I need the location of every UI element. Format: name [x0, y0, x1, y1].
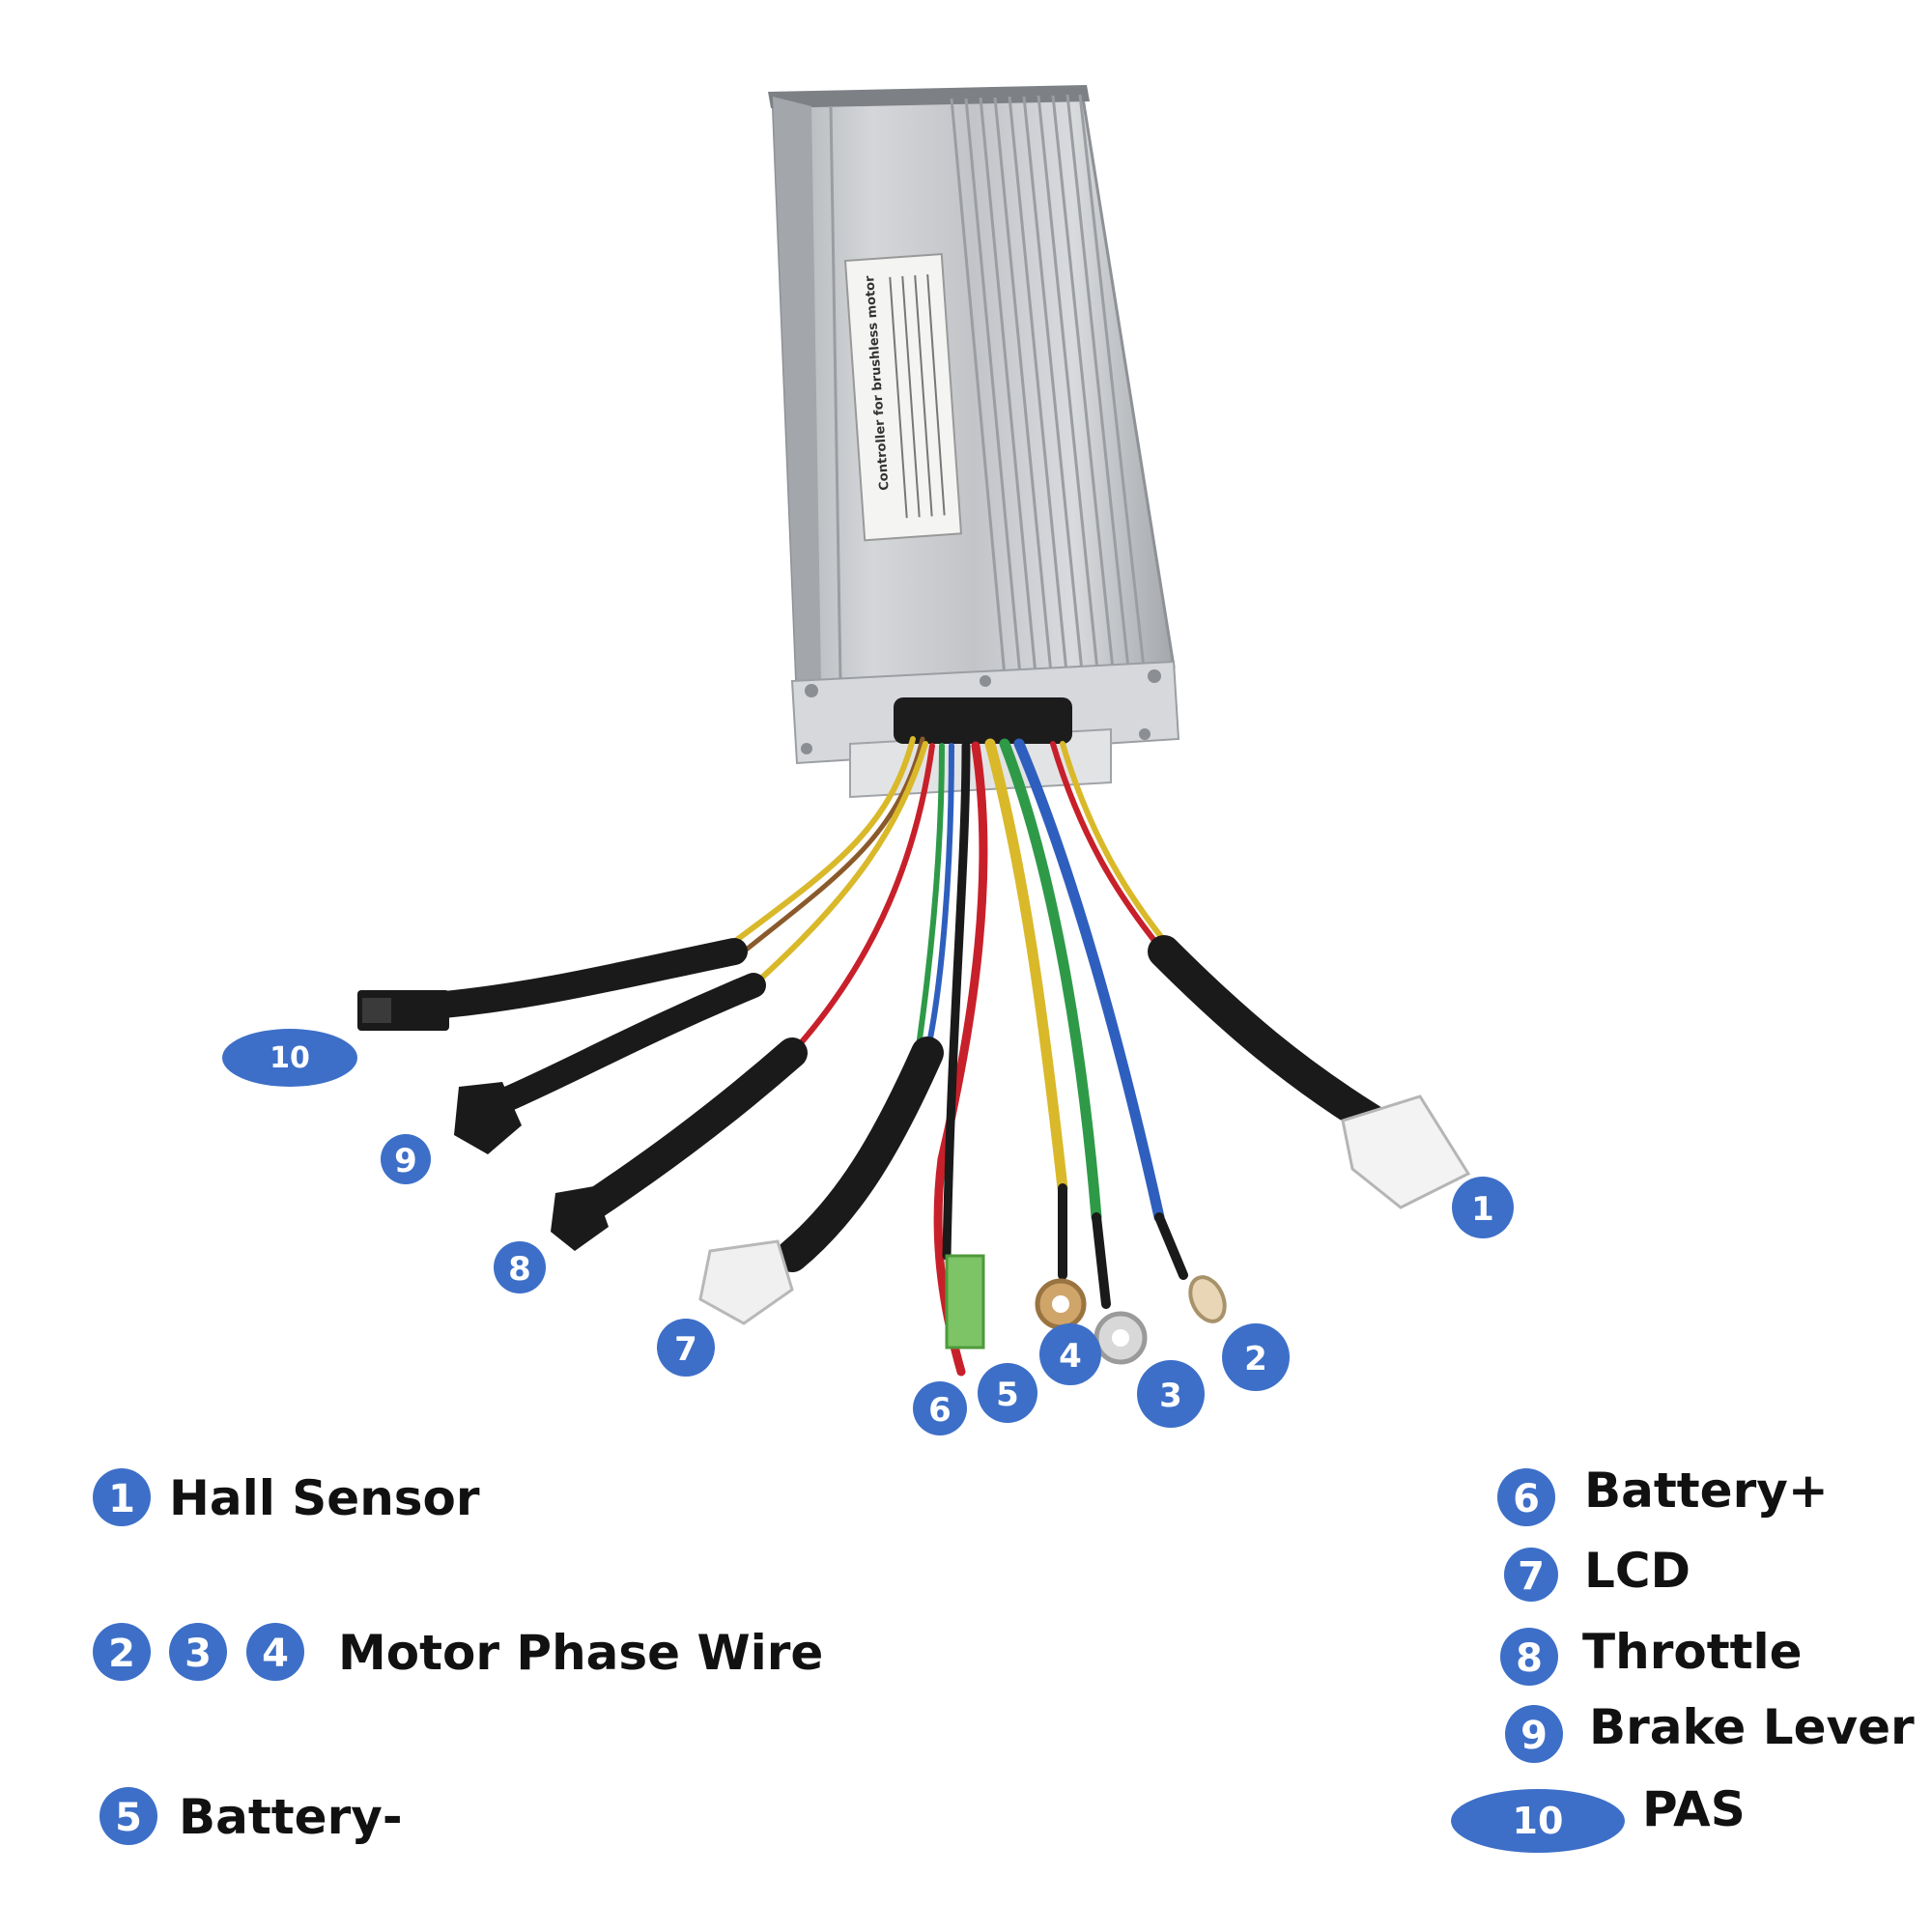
- callout-6: 6: [913, 1381, 967, 1435]
- wire-hall-sensor: [1050, 741, 1471, 1209]
- controller-sticker: Controller for brushless motor: [843, 252, 963, 542]
- svg-text:1: 1: [108, 1477, 135, 1521]
- wire-lcd: [698, 743, 954, 1325]
- svg-text:Brake Lever: Brake Lever: [1589, 1699, 1915, 1755]
- svg-text:3: 3: [1159, 1377, 1182, 1415]
- controller-box: Controller for brushless motor: [768, 85, 1180, 799]
- wire-pas: [357, 736, 925, 1031]
- svg-text:5: 5: [115, 1796, 142, 1840]
- legend-item-battery-negative: 5 Battery-: [99, 1787, 403, 1845]
- wire-battery-negative: [942, 741, 985, 1350]
- callout-8: 8: [494, 1241, 546, 1293]
- svg-text:4: 4: [262, 1632, 289, 1676]
- heat-sink-fins: [829, 94, 1146, 682]
- svg-text:9: 9: [394, 1142, 417, 1180]
- legend-item-brake-lever: 9 Brake Lever: [1505, 1699, 1915, 1763]
- svg-text:2: 2: [108, 1632, 135, 1676]
- legend-item-pas: 10 PAS: [1451, 1781, 1746, 1853]
- callout-3: 3: [1137, 1360, 1205, 1428]
- svg-text:1: 1: [1471, 1190, 1494, 1229]
- svg-text:10: 10: [1513, 1800, 1564, 1842]
- svg-text:Battery+: Battery+: [1584, 1463, 1829, 1519]
- legend-item-hall-sensor: 1 Hall Sensor: [93, 1468, 480, 1526]
- callout-4: 4: [1039, 1323, 1101, 1385]
- callout-1: 1: [1452, 1177, 1514, 1238]
- screws: [801, 669, 1161, 754]
- callouts: 10 9 8 7 6 5 4 3: [222, 1029, 1514, 1435]
- wire-harness: [357, 736, 1471, 1377]
- controller-side: [773, 97, 821, 691]
- svg-text:5: 5: [996, 1376, 1019, 1414]
- wire-phase-blue: [1013, 738, 1227, 1323]
- svg-text:10: 10: [270, 1041, 310, 1075]
- svg-text:Hall Sensor: Hall Sensor: [169, 1470, 480, 1526]
- callout-2: 2: [1222, 1323, 1290, 1391]
- callout-10: 10: [222, 1029, 357, 1087]
- svg-text:LCD: LCD: [1584, 1543, 1690, 1599]
- legend: 1 Hall Sensor 2 3 4 Motor Phase Wire 5 B…: [93, 1463, 1915, 1853]
- svg-text:PAS: PAS: [1642, 1781, 1746, 1837]
- svg-text:Battery-: Battery-: [179, 1789, 403, 1845]
- svg-text:Throttle: Throttle: [1582, 1624, 1803, 1680]
- legend-item-battery-positive: 6 Battery+: [1497, 1463, 1829, 1526]
- callout-5: 5: [978, 1363, 1037, 1423]
- svg-text:6: 6: [928, 1391, 952, 1430]
- svg-text:7: 7: [674, 1330, 697, 1369]
- wire-brake: [454, 741, 928, 1154]
- svg-text:Motor Phase Wire: Motor Phase Wire: [338, 1625, 823, 1681]
- cable-grommet: [894, 697, 1072, 744]
- svg-text:4: 4: [1059, 1337, 1082, 1376]
- callout-7: 7: [657, 1319, 715, 1377]
- legend-item-throttle: 8 Throttle: [1500, 1624, 1803, 1686]
- callout-9: 9: [381, 1134, 431, 1184]
- legend-item-motor-phase-wire: 2 3 4 Motor Phase Wire: [93, 1623, 823, 1681]
- svg-text:8: 8: [508, 1250, 531, 1289]
- svg-text:2: 2: [1244, 1340, 1267, 1378]
- svg-text:3: 3: [185, 1632, 212, 1676]
- legend-item-lcd: 7 LCD: [1504, 1543, 1690, 1602]
- svg-text:7: 7: [1518, 1554, 1545, 1599]
- svg-text:8: 8: [1516, 1636, 1543, 1681]
- svg-text:9: 9: [1520, 1714, 1548, 1758]
- svg-text:6: 6: [1513, 1477, 1540, 1521]
- wire-throttle: [551, 743, 935, 1251]
